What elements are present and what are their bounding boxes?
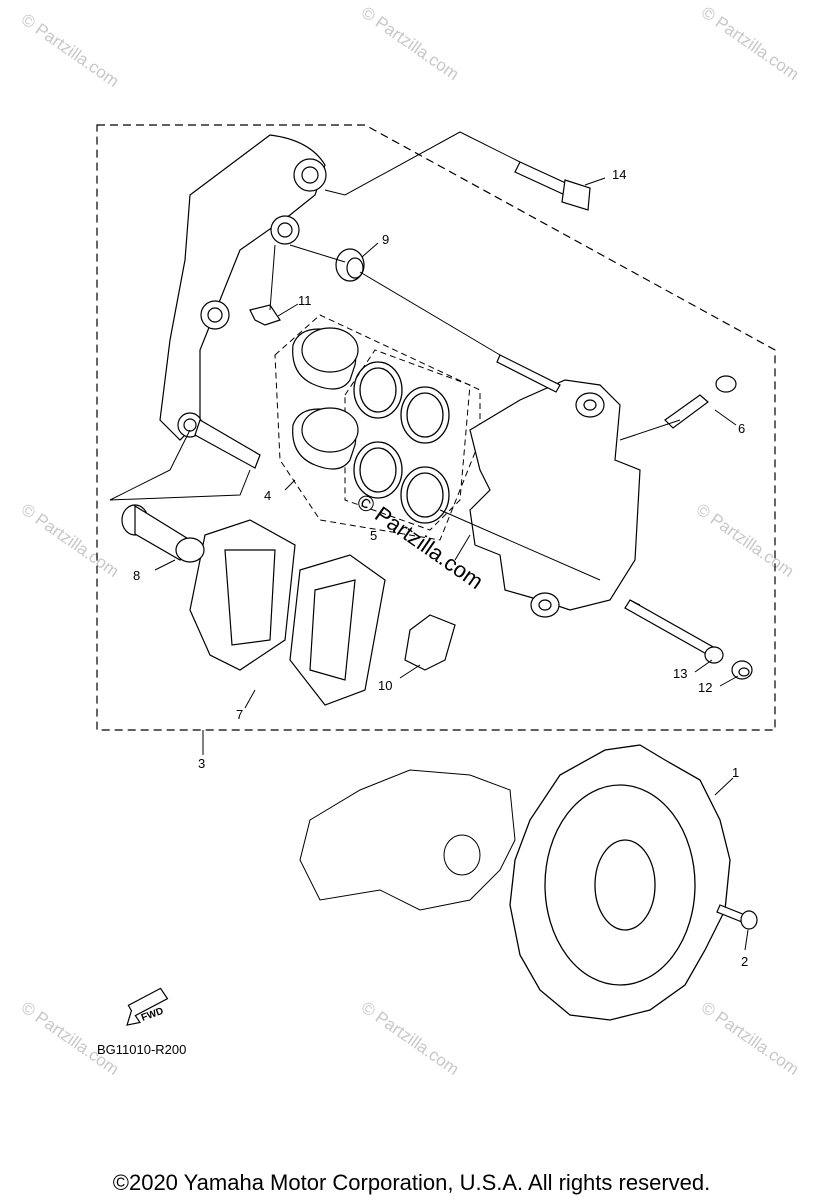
callout-14: 14: [612, 167, 626, 182]
brake-disc: [509, 744, 731, 1021]
callout-11: 11: [298, 293, 312, 308]
bleeder-6: [664, 375, 737, 429]
clip-11: [249, 304, 281, 326]
callout-2: 2: [741, 954, 748, 969]
diagram-code: BG11010-R200: [97, 1042, 187, 1057]
callout-10: 10: [378, 678, 392, 693]
callout-13: 13: [673, 666, 687, 681]
leader-lines: [154, 177, 749, 951]
assembly-boundary: [96, 124, 776, 731]
watermark: © Partzilla.com: [18, 500, 123, 581]
watermark: © Partzilla.com: [693, 500, 798, 581]
connector-lines: [109, 131, 681, 606]
callout-4: 4: [264, 488, 271, 503]
watermark: © Partzilla.com: [698, 998, 803, 1079]
wheel-hub: [299, 769, 516, 911]
watermark: © Partzilla.com: [18, 10, 123, 91]
pin-13: [624, 599, 724, 664]
pad-spring: [404, 614, 456, 671]
bolt-2: [716, 904, 758, 930]
watermark: © Partzilla.com: [698, 3, 803, 84]
caliper-bracket: [159, 134, 327, 469]
callout-6: 6: [738, 421, 745, 436]
callout-3: 3: [198, 756, 205, 771]
callouts: 1 2 3 4 5 6 7 8 9 10 11 12 13 14: [133, 167, 748, 969]
pistons: [292, 327, 359, 470]
watermark: © Partzilla.com: [18, 998, 123, 1079]
callout-9: 9: [382, 232, 389, 247]
brake-pads: [189, 519, 386, 706]
cap-12: [731, 660, 753, 680]
piston-group-boundary: [274, 314, 481, 541]
seals: [353, 361, 450, 524]
fwd-arrow-icon: FWD: [126, 987, 169, 1026]
callout-12: 12: [698, 680, 712, 695]
bushing-9: [335, 248, 365, 282]
callout-8: 8: [133, 568, 140, 583]
callout-1: 1: [732, 765, 739, 780]
seal-group-boundary: [344, 349, 471, 531]
callout-7: 7: [236, 707, 243, 722]
watermark: © Partzilla.com: [358, 3, 463, 84]
callout-5: 5: [370, 528, 377, 543]
bolt-8: [121, 504, 205, 563]
watermark: © Partzilla.com: [358, 998, 463, 1079]
bolt-14: [514, 161, 591, 211]
copyright-notice: ©2020 Yamaha Motor Corporation, U.S.A. A…: [112, 1170, 711, 1195]
caliper-body: [469, 354, 641, 618]
